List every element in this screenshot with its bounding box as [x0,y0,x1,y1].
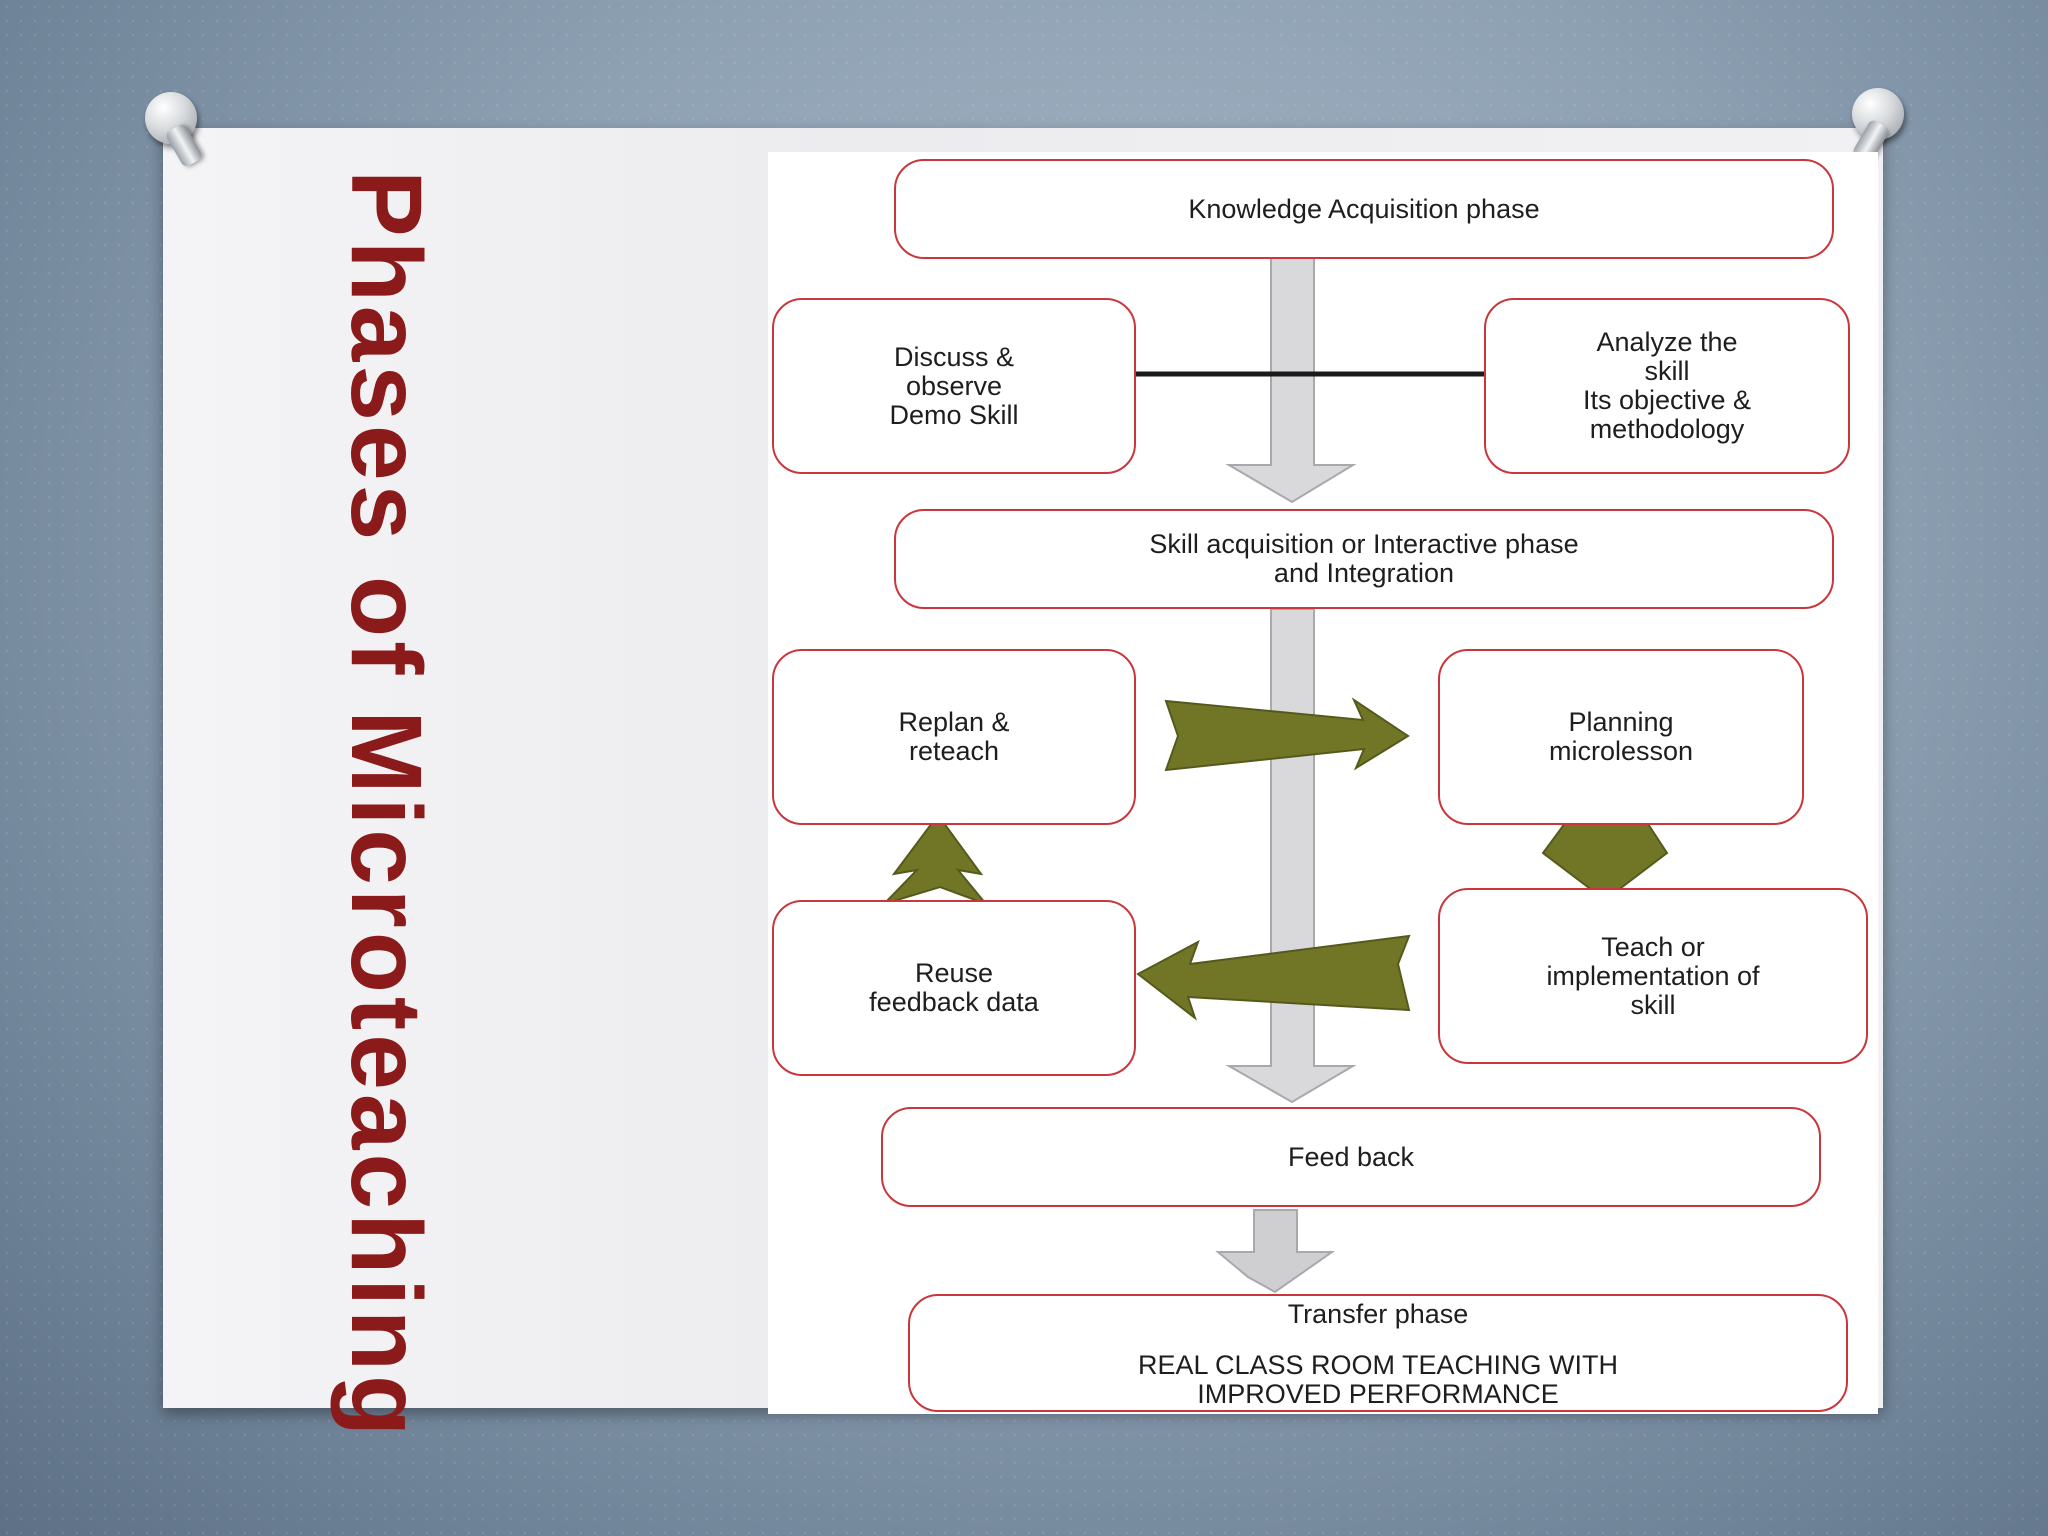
node-feed-back: Feed back [881,1107,1821,1207]
slide-title: Phases of Microteaching [320,170,452,1440]
node-text: Teach or [1601,931,1705,962]
flow-arrow-1 [1225,257,1357,504]
node-text: Skill acquisition or Interactive phase [1149,529,1579,559]
flow-arrows [880,257,1669,1294]
node-text: Its objective & [1582,385,1752,415]
cycle-arrow-right [1164,697,1410,772]
node-text: Replan & [898,707,1010,737]
node-analyze-skill: Analyze the skill Its objective & method… [1484,298,1850,474]
node-text: Reuse [914,958,994,988]
node-text: Transfer phase [1287,1299,1469,1329]
node-text: feedback data [869,987,1039,1017]
node-replan-reteach: Replan & reteach [772,649,1136,825]
node-skill-acquisition: Skill acquisition or Interactive phase a… [894,509,1834,609]
node-text: and Integration [1273,558,1455,588]
node-text: IMPROVED PERFORMANCE [1197,1379,1559,1409]
node-transfer-phase: Transfer phase REAL CLASS ROOM TEACHING … [908,1294,1848,1412]
node-text: REAL CLASS ROOM TEACHING WITH [1137,1350,1619,1380]
node-knowledge-acquisition: Knowledge Acquisition phase [894,159,1834,259]
node-reuse-feedback: Reuse feedback data [772,900,1136,1076]
flow-arrow-2 [1225,608,1357,1104]
node-text: implementation of [1546,960,1760,991]
pushpin-right-icon [1851,88,1922,168]
node-text: methodology [1589,414,1745,444]
node-text: Feed back [1287,1141,1415,1172]
flow-arrow-3 [1215,1209,1336,1294]
node-teach-implementation: Teach or implementation of skill [1438,888,1868,1064]
microteaching-flowchart: Knowledge Acquisition phase Discuss & ob… [768,152,1878,1414]
title-line-1: Phases of [330,170,442,679]
node-text: Demo Skill [889,399,1019,430]
cycle-arrow-left [1136,934,1411,1021]
node-text: Discuss & [893,341,1015,372]
node-planning-microlesson: Planning microlesson [1438,649,1804,825]
node-text: Planning [1568,707,1674,737]
pushpin-left-icon [145,92,215,172]
node-text: Knowledge Acquisition phase [1188,193,1540,224]
node-text: observe [905,370,1003,401]
node-text: Analyze the [1596,327,1738,357]
title-line-2: Microteaching [330,710,442,1441]
node-text: skill [1630,989,1676,1020]
node-text: microlesson [1548,736,1694,766]
node-text: skill [1644,356,1690,386]
node-text: reteach [908,736,1000,766]
cycle-arrow-up [880,813,990,907]
node-discuss-observe: Discuss & observe Demo Skill [772,298,1136,474]
